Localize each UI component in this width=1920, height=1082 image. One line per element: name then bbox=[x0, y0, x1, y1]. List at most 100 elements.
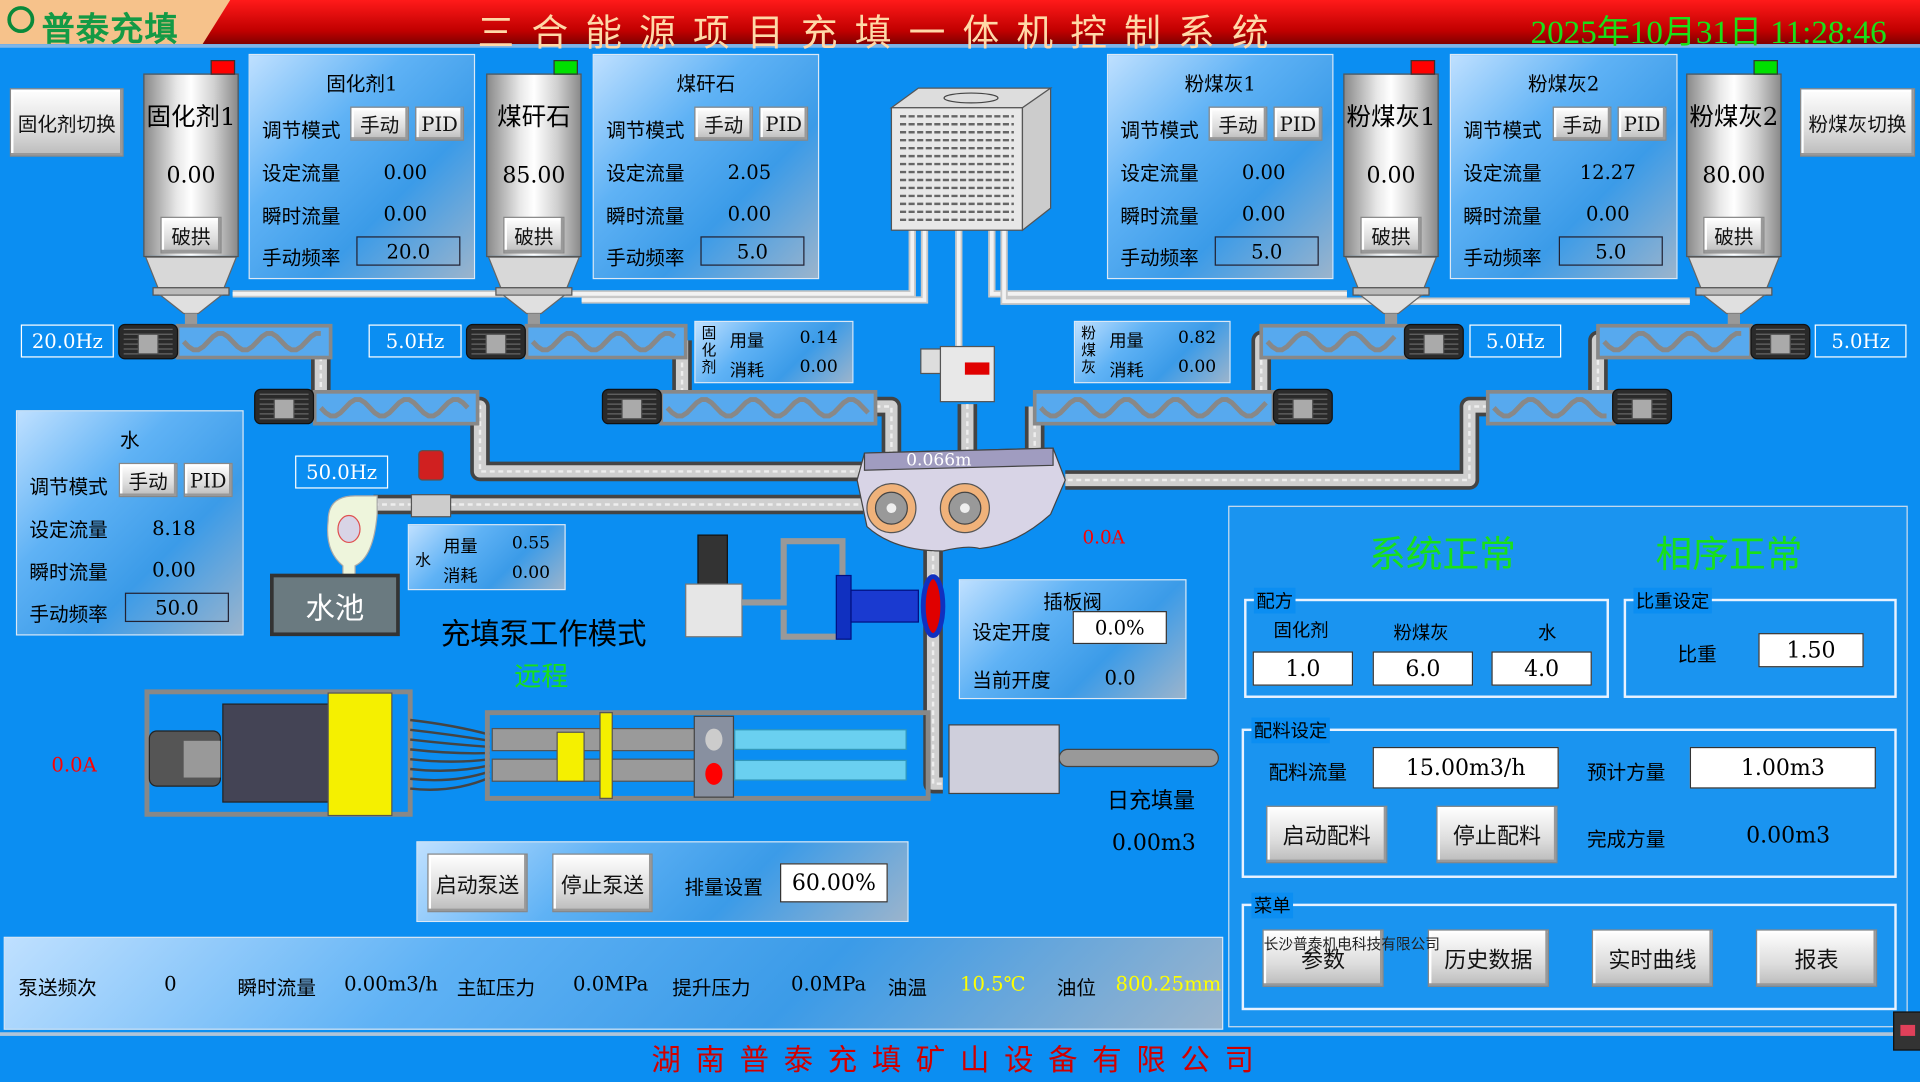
dust-collector-side bbox=[920, 348, 942, 375]
menu-realtime-curve-button[interactable]: 实时曲线 bbox=[1591, 929, 1714, 987]
gate-set-input[interactable]: 0.0% bbox=[1072, 611, 1167, 645]
manual-mode-button[interactable]: 手动 bbox=[350, 106, 409, 141]
stop-batching-button[interactable]: 停止配料 bbox=[1436, 805, 1558, 864]
flyash-switch-button[interactable]: 粉煤灰切换 bbox=[1800, 88, 1916, 157]
concrete-cylinder-1 bbox=[734, 729, 907, 751]
start-pump-button[interactable]: 启动泵送 bbox=[427, 853, 528, 913]
hydraulic-hose bbox=[410, 728, 490, 743]
pid-mode-button[interactable]: PID bbox=[759, 106, 809, 141]
manual-mode-button[interactable]: 手动 bbox=[118, 462, 178, 498]
manual-freq-input[interactable]: 50.0 bbox=[124, 592, 229, 623]
cylinder-clamp bbox=[556, 731, 585, 782]
recipe-solidifier-input[interactable]: 1.0 bbox=[1252, 651, 1354, 686]
motor-1a-box bbox=[137, 333, 159, 355]
manual-freq-input[interactable]: 5.0 bbox=[1214, 236, 1319, 266]
consumed-value: 0.00 bbox=[511, 563, 551, 583]
pid-mode-button[interactable]: PID bbox=[183, 462, 233, 498]
system-status: 系统正常 bbox=[1368, 533, 1516, 577]
pid-mode-button[interactable]: PID bbox=[415, 106, 465, 141]
manual-mode-button[interactable]: 手动 bbox=[1208, 106, 1268, 141]
pid-mode-button[interactable]: PID bbox=[1273, 106, 1323, 141]
batch-flow-label: 配料流量 bbox=[1268, 760, 1347, 784]
arch-break-button[interactable]: 破拱 bbox=[1703, 216, 1765, 254]
usage-name: 粉煤灰 bbox=[1081, 324, 1096, 376]
used-label: 用量 bbox=[443, 537, 478, 558]
phase-status: 相序正常 bbox=[1655, 533, 1803, 577]
inst-flow-value: 0.00 bbox=[1585, 202, 1630, 226]
manual-freq-input[interactable]: 5.0 bbox=[700, 236, 805, 266]
mixer-center bbox=[886, 503, 897, 514]
silo-level: 0.00 bbox=[1366, 162, 1416, 189]
inst-flow-value: 0.00 bbox=[152, 558, 196, 582]
arch-break-button[interactable]: 破拱 bbox=[1360, 216, 1422, 254]
silo-level: 85.00 bbox=[502, 162, 566, 189]
motor-3a-box bbox=[1423, 333, 1445, 355]
density-input[interactable]: 1.50 bbox=[1758, 633, 1864, 668]
app-title: 三合能源项目充填一体机控制系统 bbox=[477, 12, 1286, 56]
air-pipe-2-inner bbox=[581, 226, 927, 302]
cooler-front bbox=[890, 107, 1024, 231]
usage-name: 水 bbox=[415, 552, 432, 571]
status-label: 主缸压力 bbox=[456, 975, 536, 1000]
solidifier-switch-button[interactable]: 固化剂切换 bbox=[9, 88, 124, 157]
freq-label: 手动频率 bbox=[1463, 246, 1542, 270]
menu-report-button[interactable]: 报表 bbox=[1755, 929, 1878, 987]
solidifier-usage-box: 固化剂 用量 0.14 消耗 0.00 bbox=[694, 320, 854, 384]
pump-motor-box bbox=[183, 740, 221, 778]
cooler-fan bbox=[943, 92, 999, 104]
menu-history-button[interactable]: 历史数据 bbox=[1427, 929, 1549, 987]
silo-status-indicator bbox=[210, 60, 236, 75]
hopper-2-flange bbox=[495, 287, 573, 296]
batch-flow-input[interactable]: 15.00m3/h bbox=[1372, 746, 1559, 789]
batch-done-value: 0.00m3 bbox=[1746, 822, 1831, 849]
hydraulic-hose bbox=[410, 770, 491, 782]
stop-pump-button[interactable]: 停止泵送 bbox=[552, 853, 653, 913]
hopper-3-cone bbox=[1358, 294, 1424, 315]
inst-flow-value: 0.00 bbox=[1241, 202, 1286, 226]
silo-name: 固化剂1 bbox=[146, 101, 236, 132]
recipe-water-input[interactable]: 4.0 bbox=[1491, 651, 1592, 686]
used-value: 0.55 bbox=[511, 533, 551, 554]
hopper-2 bbox=[487, 256, 581, 289]
manual-mode-button[interactable]: 手动 bbox=[1552, 106, 1612, 141]
menu-params-button[interactable]: 参数 bbox=[1262, 929, 1384, 987]
manual-freq-input[interactable]: 5.0 bbox=[1558, 236, 1663, 266]
recipe-flyash-input[interactable]: 6.0 bbox=[1372, 651, 1474, 686]
batch-done-label: 完成方量 bbox=[1586, 827, 1666, 852]
start-batching-button[interactable]: 启动配料 bbox=[1266, 805, 1388, 864]
set-flow-label: 设定流量 bbox=[1120, 161, 1199, 185]
hopper-4-cone bbox=[1701, 294, 1767, 315]
hopper-3-flange bbox=[1352, 287, 1430, 296]
density-label: 比重 bbox=[1677, 642, 1717, 667]
manual-mode-button[interactable]: 手动 bbox=[694, 106, 754, 141]
s-valve-housing bbox=[948, 724, 1060, 795]
pipe-s2-main-inner bbox=[875, 400, 898, 456]
flyash-usage-box: 粉煤灰 用量 0.82 消耗 0.00 bbox=[1073, 320, 1231, 384]
set-flow-value: 0.00 bbox=[383, 160, 428, 184]
manual-freq-input[interactable]: 20.0 bbox=[356, 236, 461, 266]
used-value: 0.82 bbox=[1177, 328, 1217, 348]
folder-tray-button[interactable] bbox=[1893, 1011, 1920, 1051]
arch-break-button[interactable]: 破拱 bbox=[160, 216, 222, 254]
batch-plan-input[interactable]: 1.00m3 bbox=[1689, 746, 1876, 789]
displacement-input[interactable]: 60.00% bbox=[780, 863, 888, 903]
inst-flow-label: 瞬时流量 bbox=[1463, 204, 1542, 228]
pid-mode-button[interactable]: PID bbox=[1617, 106, 1667, 141]
air-pipe-4-inner bbox=[1002, 226, 1690, 304]
density-group: 比重设定 比重 1.50 bbox=[1623, 587, 1897, 698]
gate-valve-actuator bbox=[850, 589, 919, 623]
conveyor-freq-2: 5.0Hz bbox=[368, 324, 462, 358]
arch-break-button[interactable]: 破拱 bbox=[503, 216, 565, 254]
panel-title: 粉煤灰2 bbox=[1528, 72, 1600, 96]
cylinder-bracket bbox=[599, 712, 613, 799]
batching-group: 配料设定 配料流量 15.00m3/h 预计方量 1.00m3 启动配料 停止配… bbox=[1241, 717, 1897, 878]
daily-fill-value: 0.00m3 bbox=[1111, 830, 1196, 856]
conveyor-3a-screw bbox=[1265, 331, 1397, 353]
valve-indicator-1 bbox=[705, 728, 723, 751]
recipe-label-flyash: 粉煤灰 bbox=[1393, 622, 1449, 645]
